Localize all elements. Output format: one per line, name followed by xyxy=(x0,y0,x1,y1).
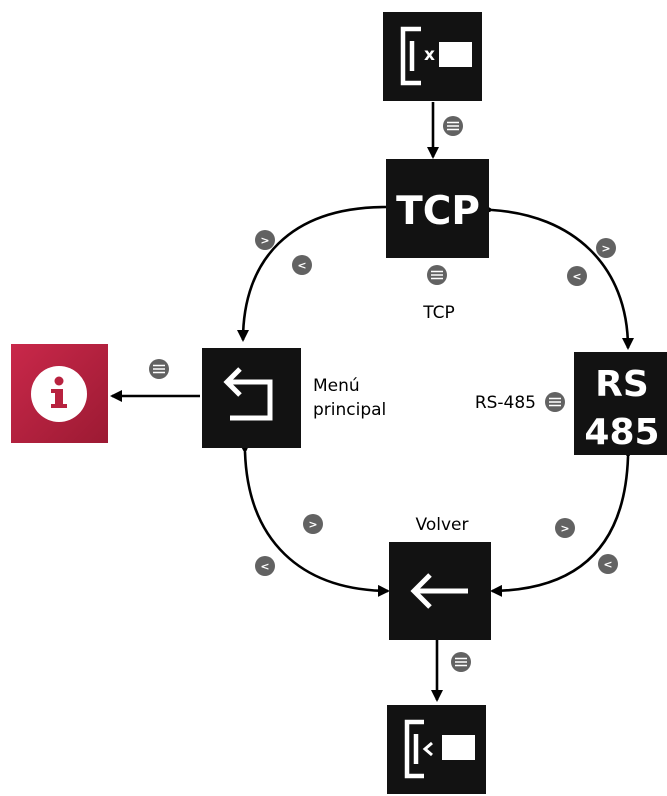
left-arrow-icon xyxy=(410,573,468,609)
next-glyph: > xyxy=(560,522,569,535)
prev-button-rs485-to-tcp[interactable]: < xyxy=(567,266,587,286)
next-button-back-to-menu[interactable]: > xyxy=(303,514,323,534)
arc-tcp-menu xyxy=(237,200,397,342)
prev-button-menu-to-back[interactable]: < xyxy=(255,556,275,576)
menu-button-exit-top[interactable] xyxy=(443,116,463,136)
exit-configuration-tile[interactable]: x xyxy=(383,12,482,101)
info-icon xyxy=(31,366,87,422)
tcp-label: TCP xyxy=(422,303,455,323)
arc-menu-back xyxy=(238,441,390,597)
svg-text:x: x xyxy=(424,45,435,65)
arc-rs485-back xyxy=(490,446,635,597)
main-menu-label-line2: principal xyxy=(313,400,386,420)
back-tile[interactable] xyxy=(389,542,491,640)
menu-button-rs485[interactable] xyxy=(545,392,565,412)
exit-x-icon: x xyxy=(400,26,472,86)
menu-button-back[interactable] xyxy=(451,652,471,672)
tcp-tile-text: TCP xyxy=(396,189,480,234)
prev-button-tcp-to-menu[interactable]: < xyxy=(292,255,312,275)
rs485-tile[interactable]: RS 485 xyxy=(574,352,667,455)
next-glyph: > xyxy=(260,234,269,247)
next-button-rs485-to-back[interactable]: > xyxy=(555,518,575,538)
prev-button-back-to-rs485[interactable]: < xyxy=(598,554,618,574)
menu-button-tcp[interactable] xyxy=(427,265,447,285)
main-menu-label-line1: Menú xyxy=(313,376,360,396)
menu-button-main-menu[interactable] xyxy=(149,359,169,379)
next-glyph: > xyxy=(601,242,610,255)
return-icon xyxy=(223,367,273,421)
prev-glyph: < xyxy=(260,560,269,573)
rs485-tile-line2: 485 xyxy=(584,412,659,453)
next-button-menu-to-tcp[interactable]: > xyxy=(255,230,275,250)
tcp-tile[interactable]: TCP xyxy=(386,159,489,258)
next-button-tcp-to-rs485[interactable]: > xyxy=(596,238,616,258)
next-glyph: > xyxy=(308,518,317,531)
back-label: Volver xyxy=(416,515,469,535)
connectors xyxy=(110,102,635,702)
prev-glyph: < xyxy=(603,558,612,571)
prev-glyph: < xyxy=(297,259,306,272)
rs485-tile-line1: RS xyxy=(595,364,649,405)
info-tile[interactable] xyxy=(11,344,108,443)
exit-back-tile[interactable] xyxy=(387,705,486,794)
arc-tcp-rs485 xyxy=(481,203,634,350)
exit-back-icon xyxy=(404,719,475,779)
prev-glyph: < xyxy=(572,270,581,283)
main-menu-tile[interactable] xyxy=(202,348,301,448)
rs485-label: RS-485 xyxy=(475,393,536,413)
